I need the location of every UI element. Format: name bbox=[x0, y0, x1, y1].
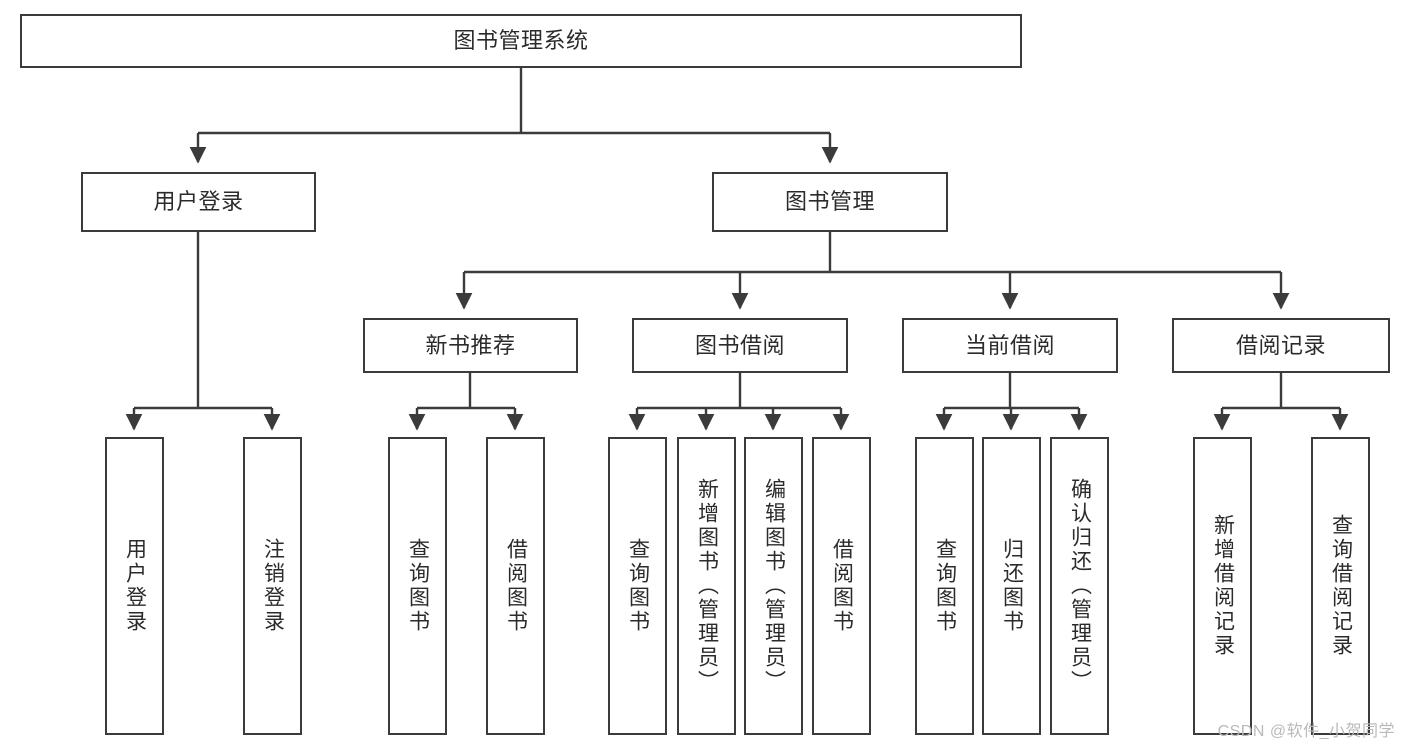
leaf-add-record-label: 新增借阅记录 bbox=[1211, 514, 1235, 658]
node-borrow-record[interactable]: 借阅记录 bbox=[1172, 318, 1390, 373]
leaf-query-book-1[interactable]: 查询图书 bbox=[388, 437, 447, 735]
node-root[interactable]: 图书管理系统 bbox=[20, 14, 1022, 68]
node-new-book-recommend[interactable]: 新书推荐 bbox=[363, 318, 578, 373]
node-user-login-label: 用户登录 bbox=[153, 189, 244, 215]
node-current-borrow-label: 当前借阅 bbox=[964, 332, 1055, 358]
leaf-add-record[interactable]: 新增借阅记录 bbox=[1193, 437, 1252, 735]
leaf-query-record[interactable]: 查询借阅记录 bbox=[1311, 437, 1370, 735]
node-root-label: 图书管理系统 bbox=[453, 28, 589, 54]
node-book-borrow-label: 图书借阅 bbox=[694, 332, 785, 358]
node-book-manage[interactable]: 图书管理 bbox=[712, 172, 948, 232]
leaf-query-book-3[interactable]: 查询图书 bbox=[915, 437, 974, 735]
leaf-query-book-2[interactable]: 查询图书 bbox=[608, 437, 667, 735]
leaf-query-book-1-label: 查询图书 bbox=[406, 538, 430, 634]
node-borrow-record-label: 借阅记录 bbox=[1235, 332, 1326, 358]
leaf-return-book-label: 归还图书 bbox=[1000, 538, 1024, 634]
leaf-user-login-label: 用户登录 bbox=[123, 538, 147, 634]
node-current-borrow[interactable]: 当前借阅 bbox=[902, 318, 1118, 373]
leaf-edit-book-label: 编辑图书（管理员） bbox=[762, 478, 786, 694]
leaf-return-book[interactable]: 归还图书 bbox=[982, 437, 1041, 735]
csdn-watermark: CSDN @软件_小贺同学 bbox=[1217, 723, 1395, 740]
leaf-query-book-2-label: 查询图书 bbox=[626, 538, 650, 634]
leaf-query-book-3-label: 查询图书 bbox=[933, 538, 957, 634]
leaf-logout-login[interactable]: 注销登录 bbox=[243, 437, 302, 735]
leaf-add-book-label: 新增图书（管理员） bbox=[695, 478, 719, 694]
leaf-query-record-label: 查询借阅记录 bbox=[1329, 514, 1353, 658]
leaf-user-login[interactable]: 用户登录 bbox=[105, 437, 164, 735]
node-book-manage-label: 图书管理 bbox=[784, 189, 875, 215]
leaf-edit-book[interactable]: 编辑图书（管理员） bbox=[744, 437, 803, 735]
leaf-borrow-book-1-label: 借阅图书 bbox=[504, 538, 528, 634]
node-new-book-recommend-label: 新书推荐 bbox=[425, 332, 516, 358]
leaf-confirm-return-label: 确认归还（管理员） bbox=[1068, 478, 1092, 694]
leaf-add-book[interactable]: 新增图书（管理员） bbox=[677, 437, 736, 735]
node-user-login[interactable]: 用户登录 bbox=[81, 172, 316, 232]
leaf-confirm-return[interactable]: 确认归还（管理员） bbox=[1050, 437, 1109, 735]
leaf-borrow-book-1[interactable]: 借阅图书 bbox=[486, 437, 545, 735]
leaf-borrow-book-2[interactable]: 借阅图书 bbox=[812, 437, 871, 735]
leaf-borrow-book-2-label: 借阅图书 bbox=[830, 538, 854, 634]
node-book-borrow[interactable]: 图书借阅 bbox=[632, 318, 848, 373]
leaf-logout-login-label: 注销登录 bbox=[261, 538, 285, 634]
